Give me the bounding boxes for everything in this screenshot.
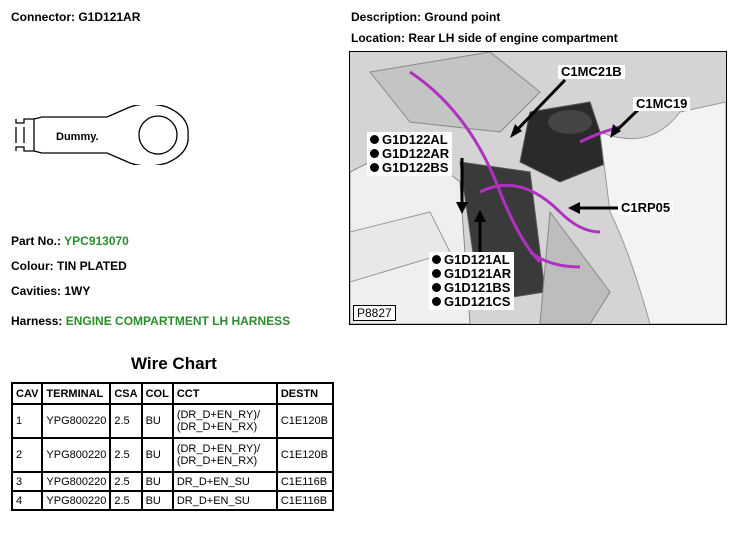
callout-g1d122ar: G1D122AR (382, 146, 450, 161)
cct-line: (DR_D+EN_RX) (176, 421, 258, 433)
callout-g1d122bs: G1D122BS (382, 160, 449, 175)
table-row: 4 YPG800220 2.5 BU DR_D+EN_SU C1E116B (10, 490, 334, 511)
bullet-icon (370, 135, 379, 144)
bullet-icon (432, 297, 441, 306)
cct-line: (DR_D+EN_RX) (176, 455, 258, 467)
table-row: 1 YPG800220 2.5 BU (DR_D+EN_RY)/ (DR_D+E… (10, 403, 334, 439)
description-line: Description: Ground point (351, 10, 500, 24)
callout-g1d121ar: G1D121AR (444, 266, 512, 281)
table-cell: DR_D+EN_SU (171, 471, 278, 492)
ring-terminal-drawing: Dummy. (15, 105, 189, 165)
callout-group-g1d122: G1D122AL G1D122AR G1D122BS (367, 132, 453, 176)
terminal-drawing-text: Dummy. (56, 131, 99, 143)
location-value: Rear LH side of engine compartment (408, 31, 618, 45)
connector-value: G1D121AR (78, 10, 141, 24)
connector-line: Connector: G1D121AR (11, 10, 140, 24)
table-cell: (DR_D+EN_RY)/ (DR_D+EN_RX) (171, 403, 278, 439)
table-cell: C1E116B (275, 471, 334, 492)
table-cell: BU (140, 490, 174, 511)
column-header: TERMINAL (41, 382, 112, 405)
table-cell: YPG800220 (41, 490, 112, 511)
table-cell: YPG800220 (41, 471, 112, 492)
column-header: CAV (10, 382, 44, 405)
table-header-row: CAV TERMINAL CSA COL CCT DESTN (10, 382, 334, 405)
table-cell: (DR_D+EN_RY)/ (DR_D+EN_RX) (171, 437, 278, 473)
location-line: Location: Rear LH side of engine compart… (351, 31, 618, 45)
table-cell: 2.5 (109, 490, 143, 511)
cavities-value: 1WY (64, 284, 91, 298)
table-cell: YPG800220 (41, 403, 112, 439)
table-cell: YPG800220 (41, 437, 112, 473)
table-cell: BU (140, 471, 174, 492)
callout-c1rp05: C1RP05 (618, 201, 674, 215)
callout-c1mc21b: C1MC21B (558, 65, 625, 79)
part-no-link[interactable]: YPC913070 (64, 234, 129, 248)
colour-label: Colour: (11, 259, 54, 273)
table-cell: 1 (10, 403, 44, 439)
table-cell: BU (140, 437, 174, 473)
bullet-icon (370, 149, 379, 158)
harness-line: Harness: ENGINE COMPARTMENT LH HARNESS (11, 314, 290, 328)
cavities-line: Cavities: 1WY (11, 284, 90, 298)
table-cell: 2.5 (109, 471, 143, 492)
table-cell: 3 (10, 471, 44, 492)
bullet-icon (432, 269, 441, 278)
table-cell: C1E120B (275, 403, 334, 439)
harness-link[interactable]: ENGINE COMPARTMENT LH HARNESS (65, 314, 291, 328)
table-cell: C1E120B (275, 437, 334, 473)
table-row: 3 YPG800220 2.5 BU DR_D+EN_SU C1E116B (10, 471, 334, 492)
column-header: COL (140, 382, 174, 405)
table-cell: DR_D+EN_SU (171, 490, 278, 511)
callout-g1d121bs: G1D121BS (444, 280, 511, 295)
harness-label: Harness: (11, 314, 63, 328)
callout-g1d121cs: G1D121CS (444, 294, 511, 309)
callout-g1d121al: G1D121AL (444, 252, 510, 267)
wire-chart-title: Wire Chart (131, 354, 217, 373)
column-header: DESTN (275, 382, 334, 405)
table-row: 2 YPG800220 2.5 BU (DR_D+EN_RY)/ (DR_D+E… (10, 437, 334, 473)
engine-bay-illustration (350, 52, 726, 324)
cavities-label: Cavities: (11, 284, 62, 298)
part-no-line: Part No.: YPC913070 (11, 234, 129, 248)
wire-chart-table: CAV TERMINAL CSA COL CCT DESTN 1 YPG8002… (10, 382, 334, 511)
location-label: Location: (351, 31, 405, 45)
bullet-icon (370, 163, 379, 172)
callout-group-g1d121: G1D121AL G1D121AR G1D121BS G1D121CS (429, 252, 515, 310)
column-header: CSA (109, 382, 143, 405)
table-cell: C1E116B (275, 490, 334, 511)
photo-reference: P8827 (353, 305, 396, 321)
callout-c1mc19: C1MC19 (633, 97, 691, 111)
bullet-icon (432, 255, 441, 264)
callout-g1d122al: G1D122AL (382, 132, 448, 147)
table-cell: 2.5 (109, 403, 143, 439)
location-photo: C1MC21B C1MC19 C1RP05 G1D122AL G1D122AR … (349, 51, 727, 325)
colour-value: TIN PLATED (57, 259, 127, 273)
table-cell: 4 (10, 490, 44, 511)
table-cell: 2.5 (109, 437, 143, 473)
cct-line: (DR_D+EN_RY)/ (176, 409, 261, 421)
table-cell: BU (140, 403, 174, 439)
colour-line: Colour: TIN PLATED (11, 259, 127, 273)
description-label: Description: (351, 10, 422, 24)
connector-label: Connector: (11, 10, 75, 24)
table-cell: 2 (10, 437, 44, 473)
description-value: Ground point (424, 10, 501, 24)
part-no-label: Part No.: (11, 234, 62, 248)
column-header: CCT (171, 382, 278, 405)
bullet-icon (432, 283, 441, 292)
cct-line: (DR_D+EN_RY)/ (176, 443, 261, 455)
